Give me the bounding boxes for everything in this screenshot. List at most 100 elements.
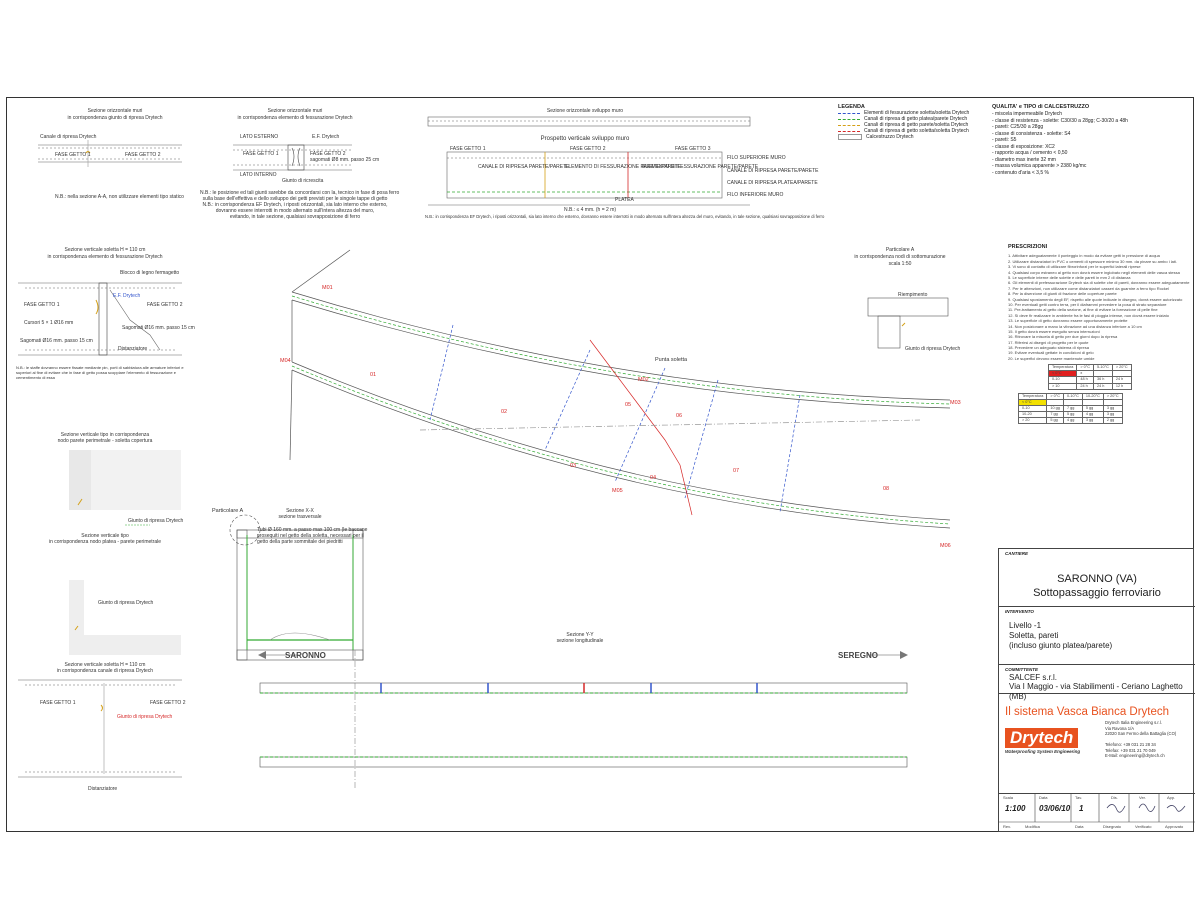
section-4-sagomati-2: Sagomati Ø16 mm. passo 15 cm [20, 338, 93, 344]
section-5-drawing [69, 450, 181, 526]
plan-m01: M01 [322, 285, 333, 291]
table-cell: 3 gg [1081, 417, 1104, 425]
section-4-sagomati-1: Sagomati Ø16 mm. passo 15 cm [122, 325, 195, 331]
legend-swatch-icon [838, 112, 860, 114]
section-3-filo-inf: FILO INFERIORE MURO [727, 192, 784, 198]
section-4-cursori: Cursori 5 × 1 Ø16 mm [24, 320, 74, 326]
section-3-drawing [427, 116, 751, 206]
tb-grid-head: App. [1167, 795, 1176, 800]
prescription-line: 8. Per la diserzione di giunti di frazio… [1008, 291, 1117, 297]
plan-zone-08: 08 [883, 486, 890, 492]
table-row: < 0°C [1017, 398, 1123, 406]
legend-swatch-icon [838, 130, 860, 132]
prescription-line: 3. Vi sono di contatto di utilizzare fib… [1008, 264, 1141, 270]
section-xx-title: Sezione X-X [286, 508, 314, 514]
tb-cantiere-line-2: Sottopassaggio ferroviario [1033, 587, 1161, 599]
tb-grid-foot: Modifica [1025, 824, 1040, 829]
tb-company-line: Telefax: +39 031 21 70 049 [1105, 747, 1156, 753]
section-6-subtitle: in corrispondenza nodo platea - parete p… [48, 539, 161, 545]
plan-m05: M05 [612, 488, 623, 494]
section-3-fase2: FASE GETTO 2 [570, 146, 606, 152]
prescription-line: 16. Ritrovare la miscela di getto per du… [1008, 334, 1118, 340]
table-cell: 24 h [1092, 382, 1113, 390]
tb-company-line: E-Mail: engineering@drytech.ch [1105, 753, 1165, 759]
plan-zone-03: 03 [570, 463, 577, 469]
table-cell: Temperatura [1047, 364, 1078, 372]
section-3-canale-pf: CANALE DI RIPRESA PLATEA/PARETE [727, 180, 818, 186]
section-5-giunto: Giunto di ripresa Drytech [128, 518, 184, 524]
section-6-title: Sezione verticale tipo [81, 533, 129, 539]
section-3-title: Sezione orizzontale sviluppo muro [546, 108, 624, 114]
plan-zone-02: 02 [501, 409, 508, 415]
particolare-a-drawing [867, 297, 949, 349]
legend-item: Canali di ripresa di getto soletta/solet… [838, 128, 988, 134]
section-xx-note-2: prosequiti nel getto della soletta, nece… [257, 533, 364, 539]
quality-line: - contenuto d'aria < 3,5 % [992, 169, 1049, 176]
prescription-line: 15. Il getto dovrà essere eseguito senza… [1008, 328, 1100, 334]
section-3-fase1: FASE GETTO 1 [450, 146, 486, 152]
tb-intervento-caption: INTERVENTO [1005, 609, 1034, 614]
legend-label: Calcestruzzo Drytech [866, 134, 914, 140]
table-cell: > 10 [1047, 382, 1078, 390]
particolare-a-giunto: Giunto di ripresa Drytech [905, 346, 961, 352]
section-xx-drawing [229, 514, 364, 661]
section-5-subtitle: nodo parete perimetrale - soletta copert… [57, 438, 153, 444]
section-7-fase1: FASE GETTO 1 [40, 700, 76, 706]
quality-line: - classe di consistenza - solette: S4 [992, 130, 1071, 137]
prescription-line: 20. Le superfici devono essere mantenute… [1008, 355, 1095, 361]
prescriptions-list: 1. Attivitare adeguatamente il ponteggio… [1008, 253, 1190, 361]
tb-committente-caption: COMMITTENTE [1005, 667, 1038, 672]
section-3-prospetto: Prospetto verticale sviluppo muro [540, 136, 630, 142]
section-7-giunto: Giunto di ripresa Drytech [117, 714, 173, 720]
prescription-line: 4. Qualsiasi corpo estraneo al getto non… [1008, 269, 1180, 275]
section-xx-particolare: Particolare A [212, 508, 244, 514]
legend-title: LEGENDA [838, 104, 865, 110]
legend-swatch-icon [838, 118, 860, 120]
prescription-line: 14. Non posizionare a mano la vibrazione… [1008, 323, 1142, 329]
section-2-drawing [233, 144, 352, 171]
plan-zone-04: 04 [650, 475, 657, 481]
particolare-a-subtitle: in corrispondenza nodi di sottomurazione [854, 254, 946, 260]
quality-line: - pareti: S5 [992, 137, 1017, 144]
legend-item: Elementi di fessurazione soletta/soletta… [838, 110, 988, 116]
section-1-subtitle: in corrispondenza giunto di ripresa Dryt… [67, 115, 163, 121]
legend-label: Elementi di fessurazione soletta/soletta… [864, 110, 970, 116]
drawing-sheet [6, 97, 1194, 832]
legend-label: Canali di ripresa di getto parete/solett… [864, 122, 969, 128]
section-3-c1: CANALE DI RIPRESA PARETE/PARETE [478, 164, 570, 170]
section-2-lato-esterno: LATO ESTERNO [240, 134, 279, 140]
section-2-lato-interno: LATO INTERNO [240, 172, 277, 178]
tb-company-line: Drytech Italia Engineering s.r.l. [1105, 720, 1162, 725]
section-2-note-4: dovranno essere interrotti in modo alter… [215, 208, 375, 214]
table-cell: 4 gg [1081, 411, 1104, 419]
tb-cantiere-caption: CANTIERE [1005, 551, 1029, 556]
prescription-line: 12. Si deve fir realizzare in ambiente f… [1008, 312, 1169, 318]
section-yy-drawing [258, 650, 908, 790]
section-3-canale-pp: CANALE DI RIPRESA PARETE/PARETE [727, 168, 819, 174]
legend-swatch-icon [838, 134, 862, 140]
section-4-blocco: Blocco di legno fermagetto [120, 270, 180, 276]
plan-punta: Punta soletta [655, 357, 688, 363]
section-2-ef: E.F. Drytech [312, 134, 340, 140]
section-2-sagomati: sagomati Ø8 mm. passo 25 cm [310, 157, 380, 163]
tb-sistema: Il sistema Vasca Bianca Drytech [1005, 706, 1170, 718]
section-yy-right-label: SEREGNO [838, 651, 879, 660]
quality-line: - rapporto acqua / cemento < 0,50 [992, 150, 1068, 157]
quality-line: - classe di resistenza - solette: C30/30… [992, 117, 1128, 124]
section-7-distanz: Distanziatore [88, 786, 118, 792]
prescription-line: 17. Riferirsi ai disegni di progetto per… [1008, 339, 1089, 345]
prescription-line: 11. Pre-trattamento al getto della sezio… [1008, 307, 1158, 313]
prescription-line: 13. Le superficie di getto dovranno esse… [1008, 318, 1128, 324]
section-1-left-label: Canale di ripresa Drytech [40, 134, 97, 140]
drytech-logo-sub: Waterproofing System Engineering [1005, 749, 1081, 754]
section-5-title: Sezione verticale tipo in corrispondenza [60, 432, 150, 438]
table-cell: > 20 [1017, 417, 1048, 425]
section-4-distanz: Distanziatore [118, 346, 148, 352]
tb-grid-lines [999, 794, 1195, 823]
section-3-platea: PLATEA [615, 197, 634, 203]
